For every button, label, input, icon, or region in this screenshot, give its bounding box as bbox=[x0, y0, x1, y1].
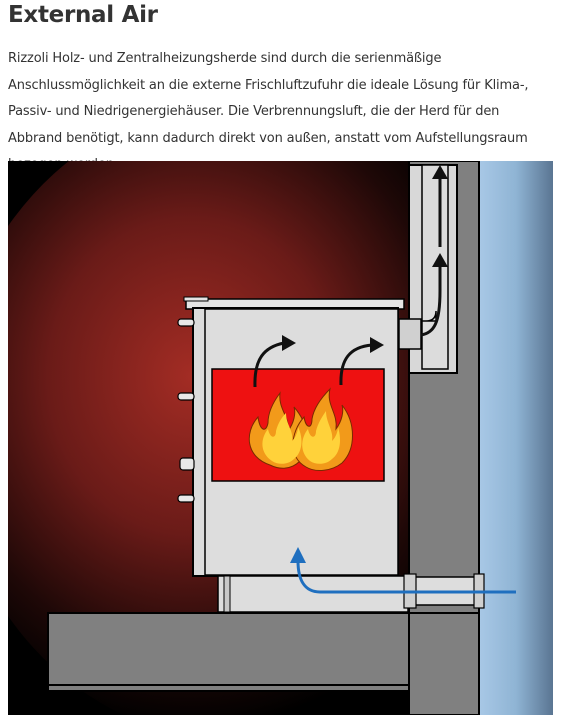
handle-4 bbox=[177, 494, 195, 503]
flue-pipe bbox=[400, 310, 437, 322]
page-title: External Air bbox=[8, 2, 158, 28]
floor-step bbox=[408, 612, 480, 715]
exterior-air bbox=[479, 161, 553, 715]
fresh-air-arrow-icon bbox=[290, 547, 516, 594]
flue-gas-arrow-icon bbox=[253, 173, 442, 388]
flue-collar bbox=[398, 318, 422, 350]
handle-3 bbox=[179, 457, 195, 471]
handle-1 bbox=[177, 318, 195, 327]
flue-arrow-heads bbox=[282, 165, 448, 353]
stove-base bbox=[217, 575, 409, 613]
floor-slab-bottom bbox=[47, 612, 480, 686]
flames-icon bbox=[248, 387, 353, 471]
stove-base-edge bbox=[223, 575, 231, 613]
handle-2 bbox=[177, 392, 195, 401]
external-air-diagram bbox=[8, 161, 553, 715]
stove-top-edge bbox=[183, 296, 209, 302]
intro-paragraph: Rizzoli Holz- und Zentralheizungsherde s… bbox=[8, 51, 529, 172]
